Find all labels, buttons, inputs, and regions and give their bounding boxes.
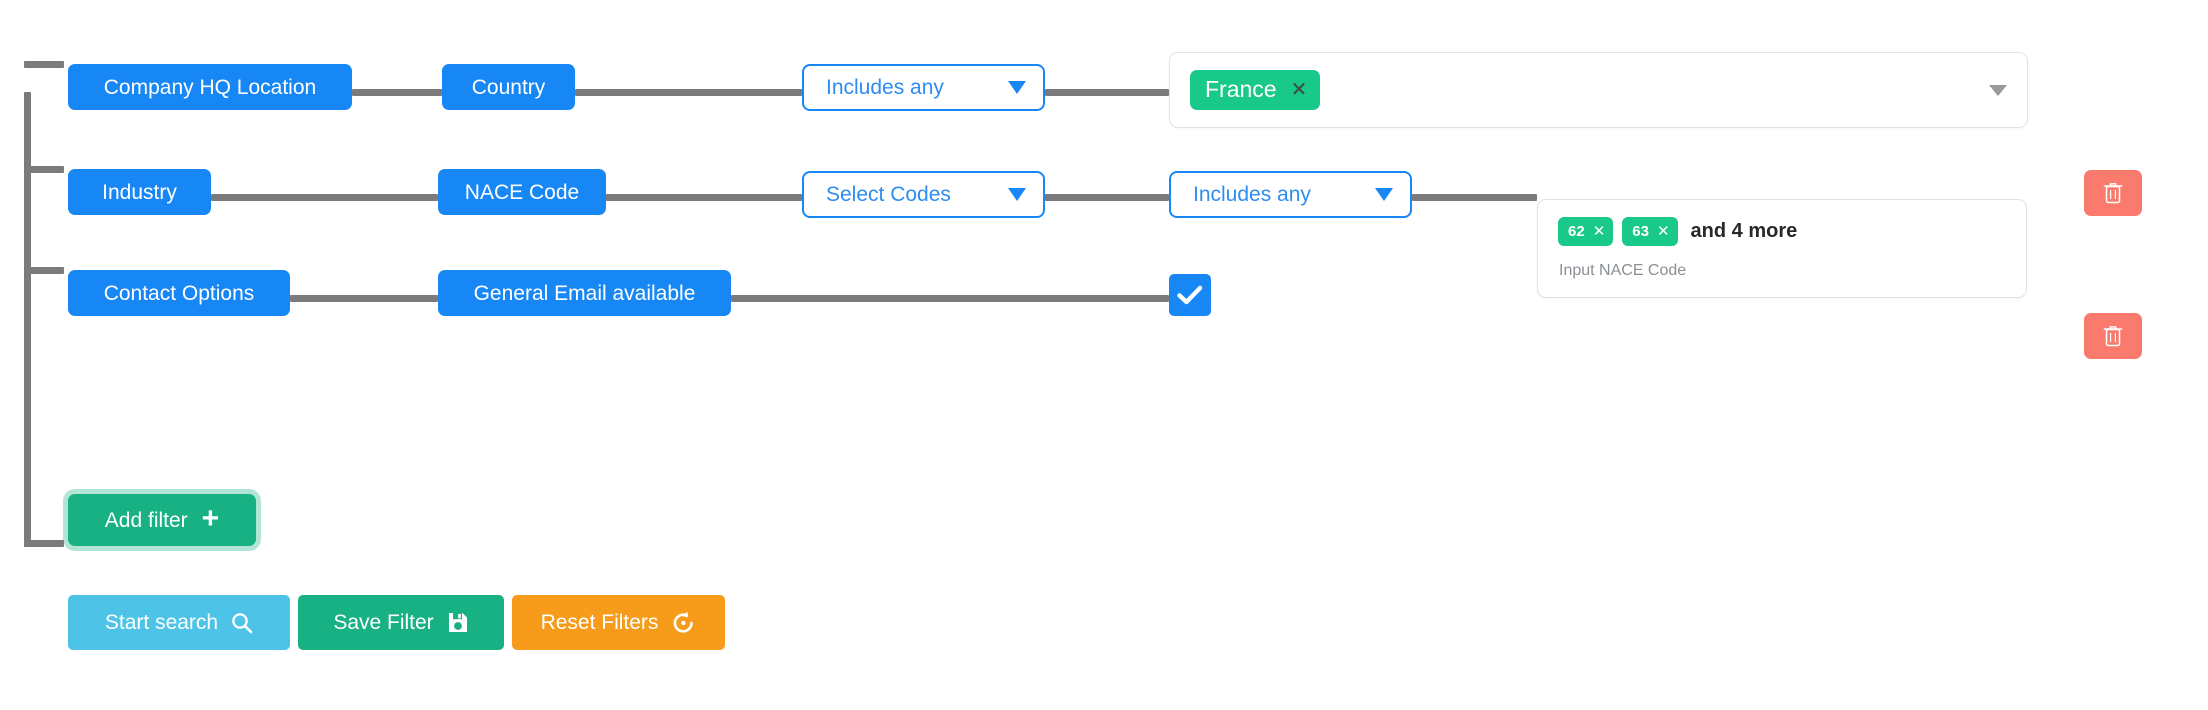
trash-icon [2103,326,2123,347]
save-filter-button[interactable]: Save Filter [298,595,504,650]
close-icon[interactable]: ✕ [1656,223,1670,240]
delete-filter-button-row-2[interactable] [2084,170,2142,216]
connector-row-2-a [211,194,438,201]
tree-branch-row-2 [24,166,64,173]
add-filter-label: Add filter [104,508,188,532]
country-value-select[interactable]: France ✕ [1169,52,2028,128]
chevron-down-icon [1008,81,1026,94]
connector-row-1-c [1045,89,1169,96]
nace-code-input-placeholder[interactable]: Input NACE Code [1559,262,1687,279]
chevron-down-icon[interactable] [1989,84,2007,96]
trash-icon [2103,183,2123,204]
value-chip-label: 63 [1632,223,1649,240]
value-chip-label: France [1205,76,1277,102]
start-search-label: Start search [104,611,219,634]
general-email-available-checkbox[interactable] [1169,274,1211,316]
filter-field-country[interactable]: Country [442,64,575,110]
filter-category-label: Company HQ Location [103,75,317,99]
filter-category-industry[interactable]: Industry [68,169,211,215]
connector-row-2-b [606,194,802,201]
connector-row-2-c [1045,194,1169,201]
chevron-down-icon [1008,188,1026,201]
value-chip-france[interactable]: France ✕ [1190,70,1321,110]
filter-field-label: General Email available [473,281,696,305]
value-chip-label: 62 [1568,223,1585,240]
connector-row-2-d [1412,194,1537,201]
delete-filter-button-row-3[interactable] [2084,313,2142,359]
connector-row-1-a [352,89,442,96]
filter-category-contact-options[interactable]: Contact Options [68,270,290,316]
tree-branch-add-filter [24,540,64,547]
reset-filters-label: Reset Filters [540,611,659,634]
search-icon [231,612,253,634]
mode-dropdown-label: Select Codes [826,183,951,206]
filter-field-label: Country [471,75,546,99]
connector-row-3-a [290,295,438,302]
value-chip-63[interactable]: 63 ✕ [1622,217,1678,246]
undo-icon [671,611,696,635]
close-icon[interactable]: ✕ [1290,78,1308,101]
filter-field-label: NACE Code [464,180,580,204]
save-filter-label: Save Filter [333,611,434,634]
filter-category-company-hq-location[interactable]: Company HQ Location [68,64,352,110]
mode-dropdown-select-codes[interactable]: Select Codes [802,171,1045,218]
operator-dropdown-row-2[interactable]: Includes any [1169,171,1412,218]
operator-dropdown-label: Includes any [826,76,944,99]
chevron-down-icon [1375,188,1393,201]
filter-category-label: Contact Options [103,281,255,305]
close-icon[interactable]: ✕ [1592,223,1606,240]
add-filter-button[interactable]: Add filter + [68,494,256,546]
reset-filters-button[interactable]: Reset Filters [512,595,725,650]
start-search-button[interactable]: Start search [68,595,290,650]
tree-branch-row-3 [24,267,64,274]
tree-branch-row-1 [24,61,64,68]
value-chip-62[interactable]: 62 ✕ [1558,217,1614,246]
check-icon [1177,285,1203,305]
plus-icon: + [201,502,220,535]
operator-dropdown-label: Includes any [1193,183,1311,206]
filter-field-general-email-available[interactable]: General Email available [438,270,731,316]
operator-dropdown-row-1[interactable]: Includes any [802,64,1045,111]
nace-code-value-input[interactable]: 62 ✕ 63 ✕ and 4 more Input NACE Code [1537,199,2027,298]
tree-trunk-line [24,92,31,547]
overflow-count-label: and 4 more [1690,220,1798,242]
connector-row-1-b [575,89,802,96]
filter-category-label: Industry [102,180,177,204]
connector-row-3-b [731,295,1169,302]
filter-field-nace-code[interactable]: NACE Code [438,169,606,215]
save-disk-icon [447,611,469,634]
